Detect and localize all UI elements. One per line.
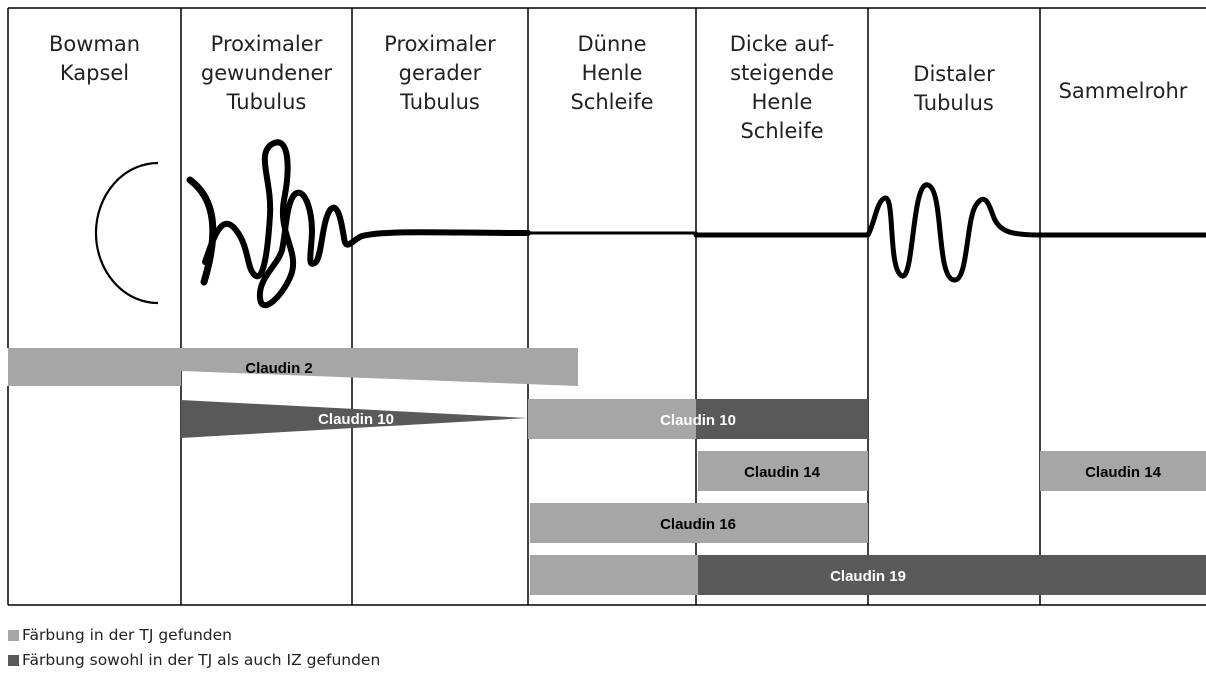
claudin-14-label-b: Claudin 14: [1085, 464, 1162, 481]
legend-label-tj-iz: Färbung sowohl in der TJ als auch IZ gef…: [22, 651, 381, 669]
claudin-16-label: Claudin 16: [660, 516, 736, 533]
legend-item-tj-iz: Färbung sowohl in der TJ als auch IZ gef…: [8, 651, 380, 669]
column-header-collecting-duct: Sammelrohr: [1058, 79, 1188, 103]
legend-swatch-dark: [8, 654, 19, 666]
claudin-10-label-a: Claudin 10: [318, 411, 394, 428]
claudin-19-label: Claudin 19: [830, 568, 906, 585]
claudin-2-bar-left: [8, 348, 181, 386]
column-header-proximal-convoluted: Proximaler gewundener Tubulus: [200, 32, 333, 114]
claudin-10-bar-taper: [181, 400, 528, 438]
legend-item-tj: Färbung in der TJ gefunden: [8, 626, 232, 644]
claudin-19-bar-light: [530, 555, 698, 595]
legend-label-tj: Färbung in der TJ gefunden: [22, 626, 232, 644]
claudin-14-bar-a: [698, 451, 868, 491]
claudin-10-label-b: Claudin 10: [660, 412, 736, 429]
column-header-bowman: Bowman Kapsel: [48, 32, 141, 85]
column-header-proximal-straight: Proximaler gerader Tubulus: [384, 32, 496, 114]
claudin-bars: [8, 348, 1206, 595]
claudin-10-bar-light: [528, 399, 696, 439]
claudin-10-bar-dark: [696, 399, 868, 439]
claudin-2-bar-taper: [181, 348, 578, 386]
claudin-14-label-a: Claudin 14: [744, 464, 821, 481]
tubule-line: [186, 139, 1206, 309]
column-header-distal: Distaler Tubulus: [913, 62, 995, 115]
claudin-2-label: Claudin 2: [245, 360, 313, 377]
claudin-19-bar-dark: [698, 555, 1206, 595]
column-header-thick-ascending-henle: Dicke auf- steigende Henle Schleife: [729, 32, 835, 143]
claudin-16-bar: [530, 503, 868, 543]
legend-swatch-light: [8, 629, 19, 641]
bowman-capsule-shape: [94, 161, 159, 305]
column-header-thin-henle: Dünne Henle Schleife: [570, 32, 654, 114]
column-grid: [7, 7, 1206, 606]
claudin-14-bar-b: [1040, 451, 1206, 491]
